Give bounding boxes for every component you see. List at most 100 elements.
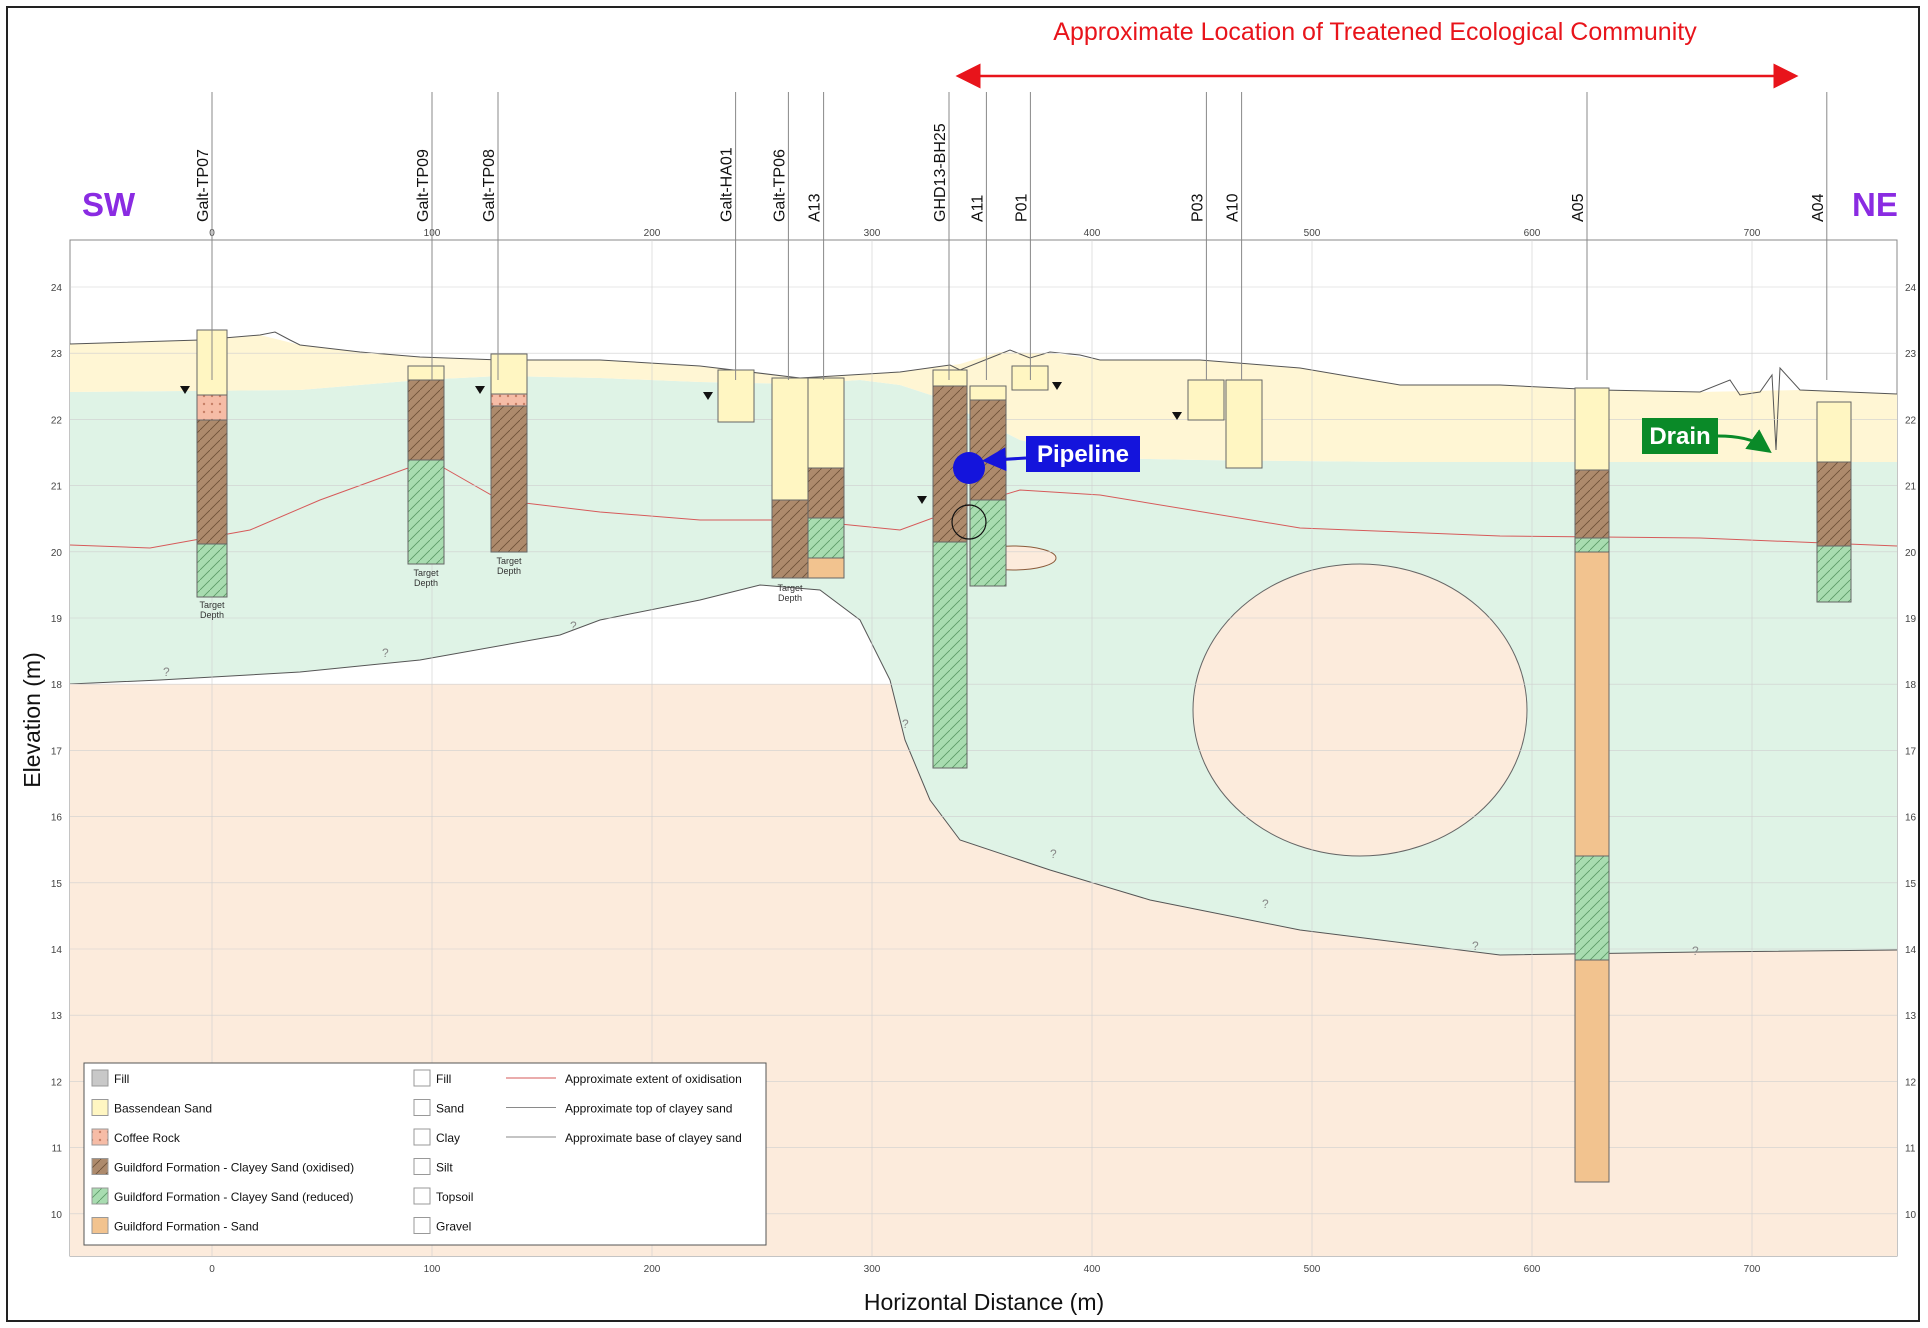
- y-tick-label: 19: [1905, 614, 1917, 625]
- legend-pattern-swatch: [413, 1128, 431, 1146]
- borehole-lines: [211, 92, 1828, 380]
- uncertainty-marks: ????????: [163, 619, 1699, 958]
- x-tick-label: 500: [1304, 1264, 1321, 1275]
- y-tick-label: 18: [51, 680, 63, 691]
- borehole-log: [1574, 855, 1610, 961]
- y-axis-label: Elevation (m): [19, 652, 45, 787]
- borehole-name: P01: [1013, 193, 1030, 222]
- pipeline-label-box: [1026, 436, 1140, 472]
- x-tick-label: 600: [1524, 1264, 1541, 1275]
- pipeline-pointer-icon: [982, 447, 1027, 472]
- y-tick-label: 22: [1905, 415, 1917, 426]
- y-tick-label: 20: [51, 548, 63, 559]
- borehole-log: [1574, 537, 1610, 553]
- x-axis-label: Horizontal Distance (m): [864, 1289, 1104, 1315]
- x-tick-label: 300: [864, 228, 881, 239]
- boreholes: [196, 329, 1852, 1183]
- x-tick-label: 400: [1084, 1264, 1101, 1275]
- legend-swatch: [91, 1128, 109, 1146]
- legend-line-label: Approximate top of clayey sand: [565, 1102, 732, 1116]
- uncertainty-mark: ?: [1472, 939, 1479, 953]
- borehole-log: [807, 377, 845, 469]
- y-tick-label: 11: [52, 1144, 63, 1155]
- y-tick-label: 16: [1905, 813, 1917, 824]
- water-level-icon: [917, 496, 927, 504]
- uncertainty-mark: ?: [902, 717, 909, 731]
- uncertainty-mark: ?: [570, 619, 577, 633]
- borehole-name: Galt-TP08: [481, 149, 498, 222]
- borehole-log: [807, 557, 845, 579]
- borehole-name: Galt-TP06: [771, 149, 788, 222]
- water-level-markers: [180, 382, 1182, 504]
- legend-pattern-label: Topsoil: [436, 1190, 473, 1204]
- pipeline-outline-icon: [951, 504, 987, 540]
- drain-pointer-icon: [1717, 429, 1772, 453]
- clayey-sand-base-line: [69, 584, 1898, 956]
- borehole-name: A11: [969, 195, 986, 222]
- y-tick-label: 11: [1905, 1144, 1916, 1155]
- borehole-log: [1187, 379, 1225, 421]
- borehole-log: [196, 419, 228, 545]
- legend-label: Guildford Formation - Clayey Sand (oxidi…: [114, 1161, 354, 1175]
- sand-lens: [1192, 563, 1528, 857]
- y-tick-label: 17: [51, 746, 63, 757]
- legend-pattern-swatch: [413, 1187, 431, 1205]
- y-tick-label: 10: [51, 1210, 63, 1221]
- y-tick-label: 24: [51, 283, 63, 294]
- drain-label-box: [1642, 418, 1718, 454]
- pipeline-icon: [953, 452, 985, 484]
- borehole-log: [1816, 401, 1852, 463]
- borehole-log: [407, 365, 445, 381]
- borehole-name: A10: [1225, 193, 1242, 222]
- x-tick-label: 700: [1744, 1264, 1761, 1275]
- legend-line-label: Approximate base of clayey sand: [565, 1131, 742, 1145]
- borehole-log: [490, 353, 528, 395]
- y-tick-label: 12: [51, 1077, 63, 1088]
- y-tick-label: 17: [1905, 746, 1917, 757]
- y-tick-label: 10: [1905, 1210, 1917, 1221]
- water-level-icon: [180, 386, 190, 394]
- legend-pattern-swatch: [413, 1069, 431, 1087]
- pipeline-label: Pipeline: [1037, 441, 1129, 468]
- uncertainty-mark: ?: [1692, 944, 1699, 958]
- borehole-log: [1574, 387, 1610, 471]
- y-tick-label: 15: [51, 879, 63, 890]
- tec-banner-title: Approximate Location of Treatened Ecolog…: [1053, 18, 1697, 46]
- x-tick-label: 500: [1304, 228, 1321, 239]
- x-tick-label: 700: [1744, 228, 1761, 239]
- borehole-log: [969, 399, 1007, 501]
- figure-frame: [6, 6, 1920, 1322]
- legend-swatch: [91, 1158, 109, 1175]
- water-level-icon: [475, 386, 485, 394]
- borehole-log: [1816, 461, 1852, 547]
- x-tick-label: 400: [1084, 228, 1101, 239]
- legend-swatch: [91, 1187, 109, 1205]
- legend-line-label: Approximate extent of oxidisation: [565, 1072, 742, 1086]
- legend-pattern-swatch: [413, 1158, 431, 1175]
- legend-pattern-label: Gravel: [436, 1220, 471, 1234]
- borehole-log: [490, 393, 528, 407]
- y-tick-label: 12: [1905, 1077, 1917, 1088]
- legend-label: Fill: [114, 1072, 129, 1086]
- y-tick-label: 23: [51, 349, 63, 360]
- y-tick-label: 14: [51, 945, 63, 956]
- y-tick-label: 16: [51, 813, 63, 824]
- borehole-log: [1574, 551, 1610, 857]
- y-tick-label: 13: [1905, 1011, 1917, 1022]
- borehole-name: A05: [1570, 193, 1587, 222]
- water-level-icon: [1172, 412, 1182, 420]
- x-tick-label: 200: [644, 228, 661, 239]
- borehole-name: Galt-HA01: [719, 147, 736, 222]
- legend-pattern-label: Silt: [436, 1161, 453, 1175]
- borehole-name: GHD13-BH25: [932, 123, 949, 222]
- y-tick-label: 14: [1905, 945, 1917, 956]
- legend-label: Bassendean Sand: [114, 1102, 212, 1116]
- drain-label: Drain: [1649, 423, 1710, 450]
- legend-box: [83, 1062, 767, 1246]
